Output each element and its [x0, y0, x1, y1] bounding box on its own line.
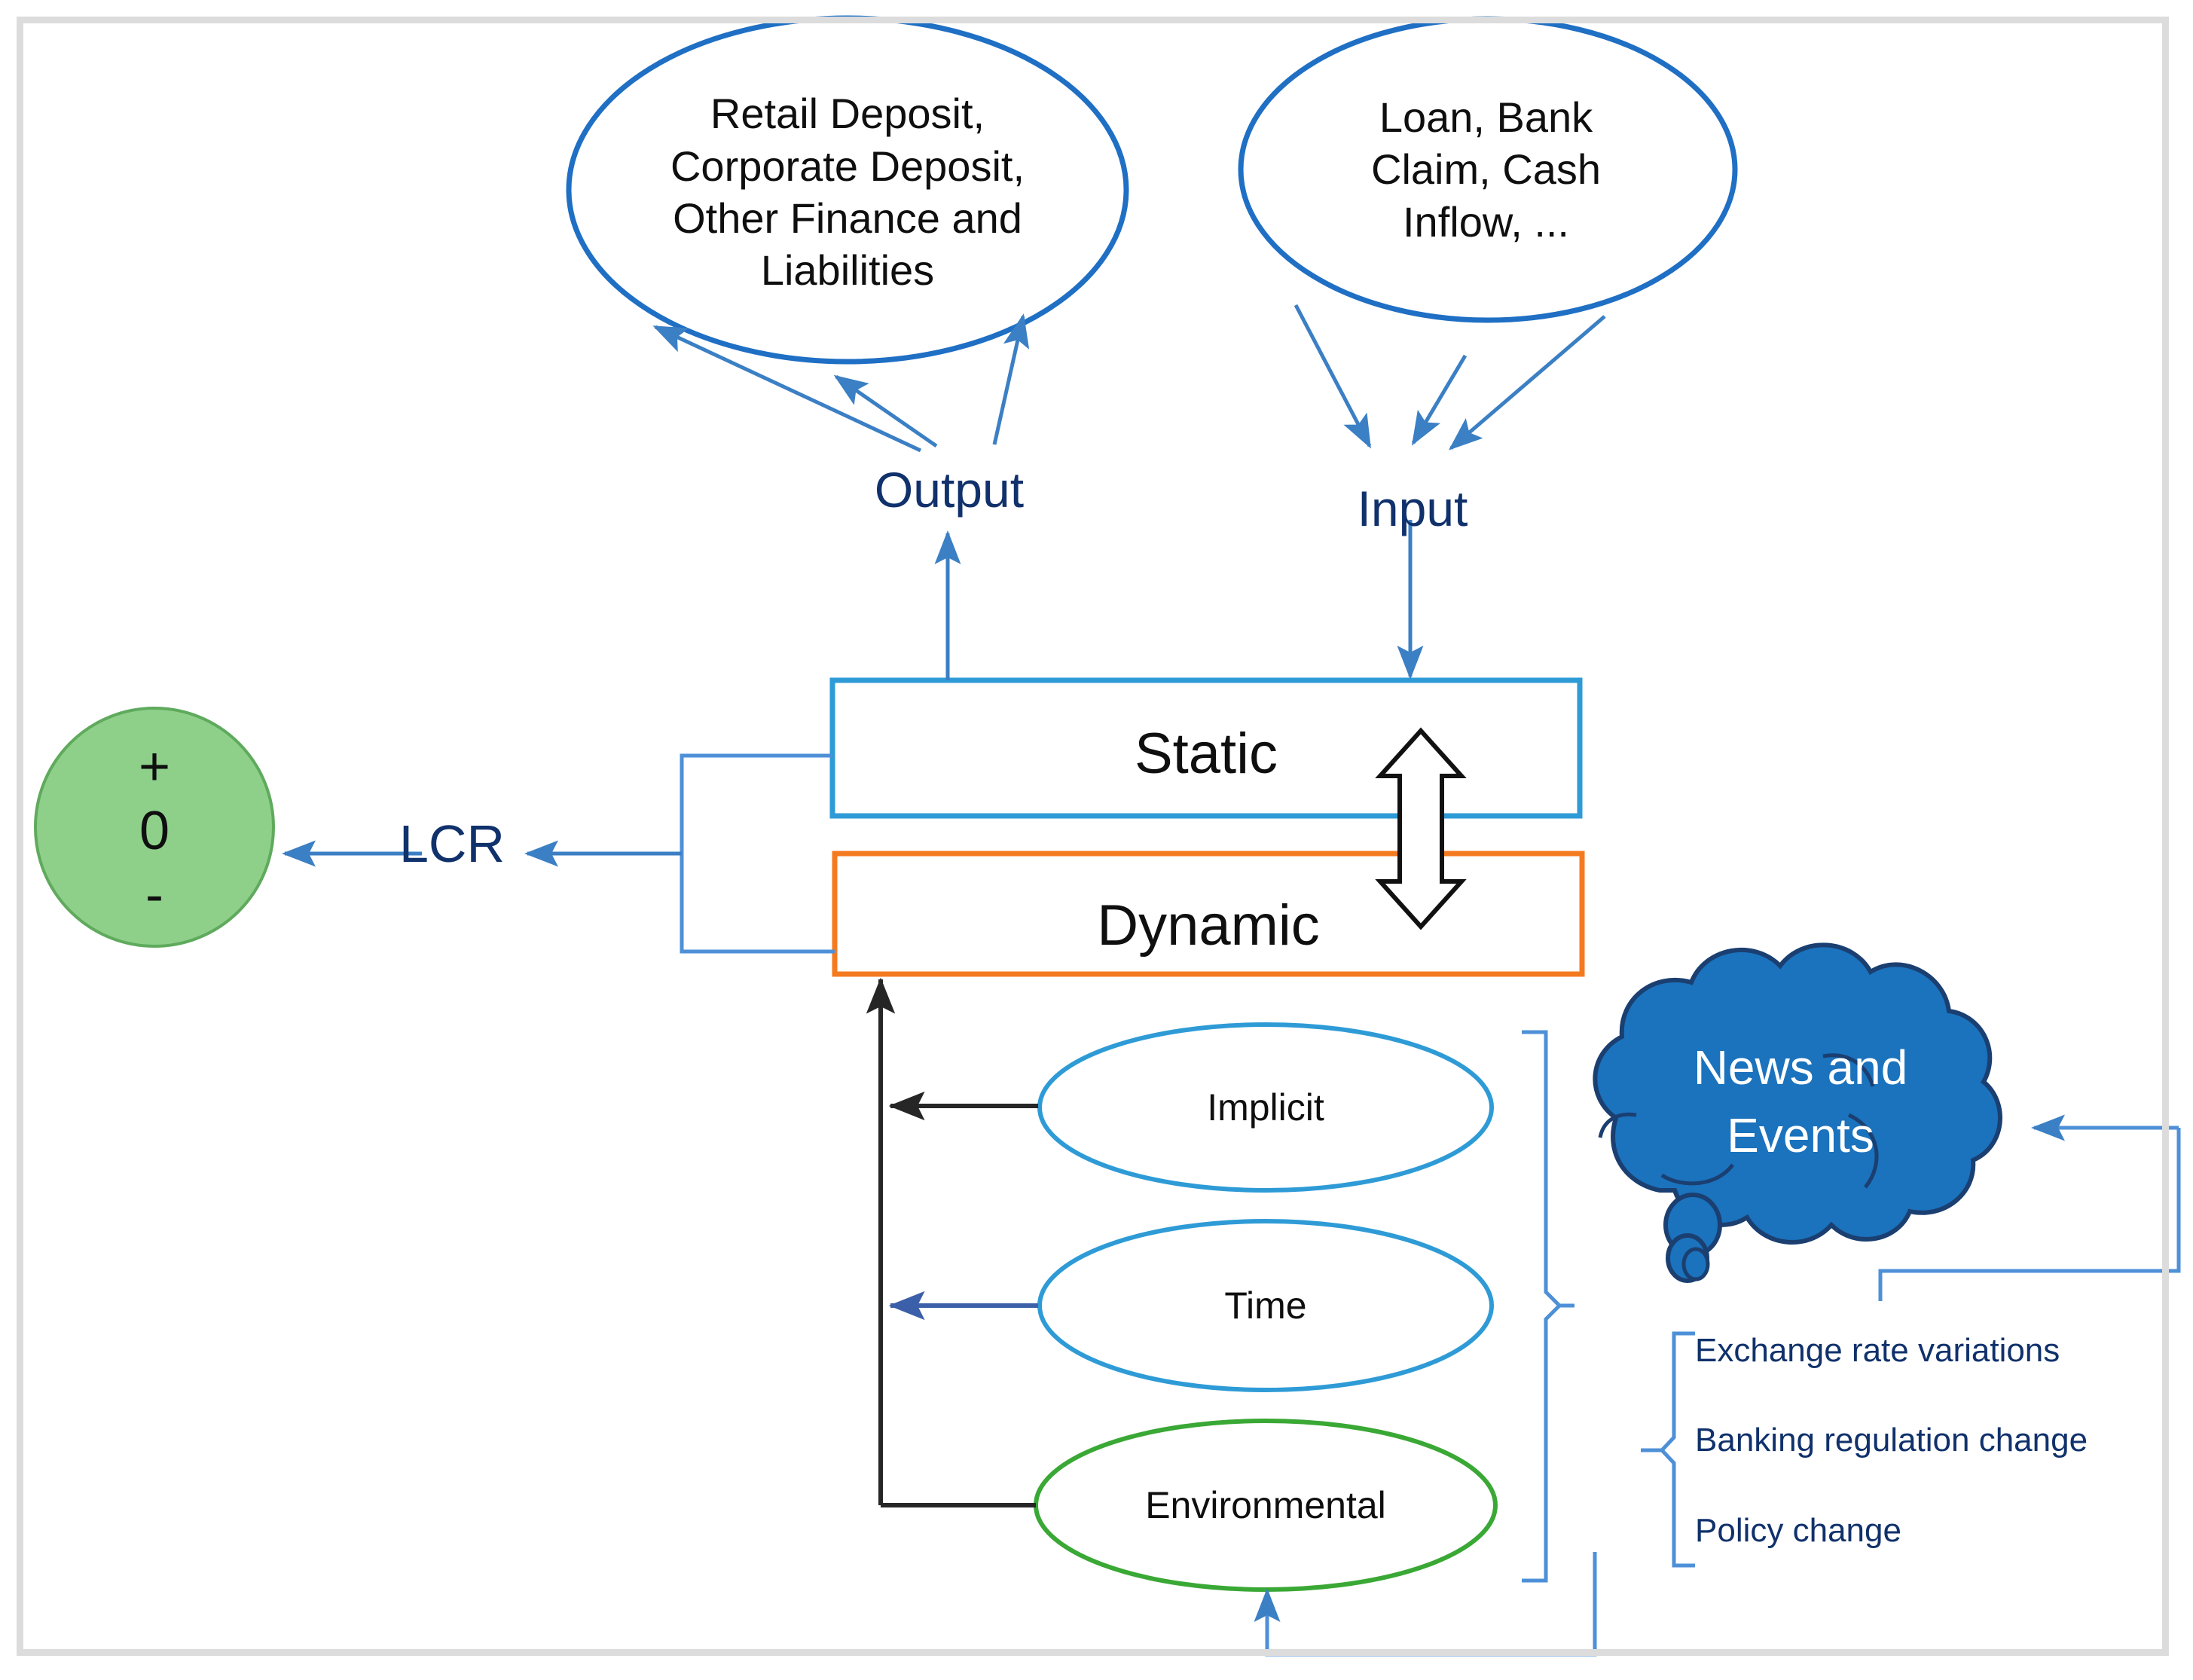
static-dynamic-double-arrow — [1375, 727, 1467, 930]
time-label: Time — [1224, 1284, 1307, 1327]
lcr-label: LCR — [399, 814, 505, 873]
input-items-label: Loan, Bank Claim, Cash Inflow, ... — [1371, 93, 1601, 246]
events-to-cloud-connector — [1878, 1114, 2181, 1301]
implicit-label: Implicit — [1207, 1086, 1324, 1129]
cloud-line-1: News and — [1693, 1040, 1908, 1095]
news-and-events-cloud — [1593, 942, 2002, 1283]
input-label: Input — [1357, 481, 1468, 536]
items-to-input-arrows — [1294, 304, 1606, 451]
event-item-policy-change: Policy change — [1695, 1512, 1901, 1549]
cloud-line-2: Events — [1727, 1108, 1874, 1162]
circle-plus-label: + — [138, 737, 171, 797]
dynamic-box[interactable] — [832, 851, 1585, 977]
circle-minus-label: - — [145, 865, 163, 925]
factors-group-brace — [1522, 1030, 1575, 1583]
events-group-brace — [1641, 1331, 1695, 1568]
output-to-items-arrows — [652, 313, 1030, 453]
result-circle — [34, 707, 275, 948]
event-item-banking-regulation: Banking regulation change — [1695, 1422, 2088, 1459]
circle-zero-label: 0 — [139, 801, 170, 861]
factors-to-dynamic-connectors — [866, 977, 1038, 1507]
static-box-label: Static — [1134, 722, 1278, 786]
output-label: Output — [874, 462, 1025, 518]
output-items-label: Retail Deposit, Corporate Deposit, Other… — [670, 90, 1025, 295]
implicit-ellipse[interactable] — [1037, 1022, 1494, 1193]
lcr-bracket-connector — [680, 753, 835, 954]
dynamic-box-label: Dynamic — [1097, 893, 1320, 958]
event-item-exchange-rate: Exchange rate variations — [1695, 1332, 2060, 1369]
environmental-label: Environmental — [1145, 1484, 1386, 1526]
time-ellipse[interactable] — [1037, 1219, 1494, 1392]
static-box[interactable] — [829, 677, 1583, 819]
